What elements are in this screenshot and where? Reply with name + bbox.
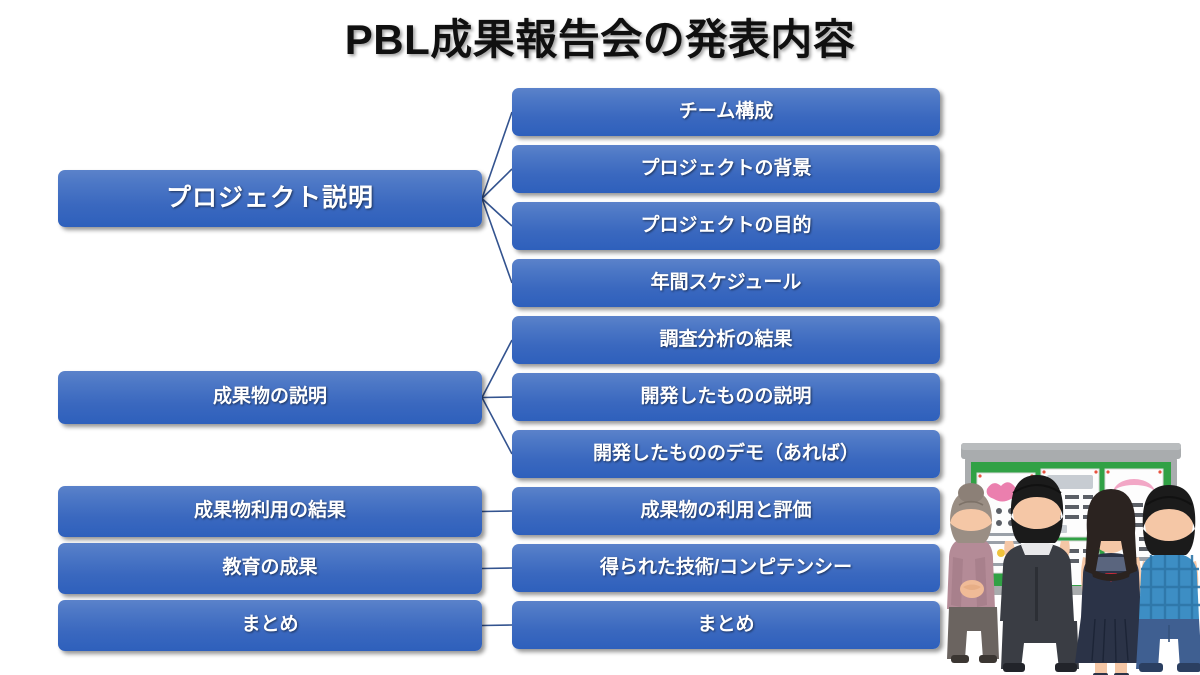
right-node-label: チーム構成 — [678, 100, 774, 122]
person-schoolgirl — [1075, 489, 1147, 675]
right-node-2[interactable]: プロジェクトの目的 — [512, 202, 940, 250]
page-title: PBL成果報告会の発表内容 — [344, 16, 856, 63]
right-node-label: 成果物の利用と評価 — [640, 499, 812, 521]
person-business-man — [1000, 475, 1079, 672]
right-node-label: まとめ — [697, 613, 755, 635]
person-elderly — [947, 483, 999, 663]
left-node-label: まとめ — [241, 614, 299, 636]
poster-session-viewers-illustration — [943, 437, 1200, 675]
right-node-1[interactable]: プロジェクトの背景 — [512, 145, 940, 193]
right-node-0[interactable]: チーム構成 — [512, 88, 940, 136]
left-node-2[interactable]: 成果物利用の結果 — [58, 486, 482, 537]
person-casual-man — [1136, 485, 1200, 672]
left-node-1[interactable]: 成果物の説明 — [58, 371, 482, 424]
right-node-4[interactable]: 調査分析の結果 — [512, 316, 940, 364]
connector-line-2 — [481, 197, 513, 227]
connector-line-8 — [481, 567, 513, 570]
right-node-8[interactable]: 得られた技術/コンピテンシー — [512, 544, 940, 592]
right-node-3[interactable]: 年間スケジュール — [512, 259, 940, 307]
left-node-label: 成果物の説明 — [212, 386, 327, 408]
right-node-9[interactable]: まとめ — [512, 601, 940, 649]
left-node-label: プロジェクト説明 — [165, 183, 374, 212]
left-node-label: 成果物利用の結果 — [193, 500, 346, 522]
connector-line-3 — [481, 198, 513, 284]
left-node-label: 教育の成果 — [222, 557, 318, 579]
right-node-label: 得られた技術/コンピテンシー — [599, 556, 853, 578]
connector-line-9 — [481, 624, 513, 627]
connector-line-0 — [481, 111, 513, 199]
right-node-5[interactable]: 開発したものの説明 — [512, 373, 940, 421]
right-node-6[interactable]: 開発したもののデモ（あれば） — [512, 430, 940, 478]
right-node-label: 開発したもののデモ（あれば） — [592, 442, 859, 464]
right-node-label: 開発したものの説明 — [640, 385, 812, 407]
right-node-label: 調査分析の結果 — [659, 328, 793, 350]
right-node-label: 年間スケジュール — [650, 271, 802, 293]
left-node-0[interactable]: プロジェクト説明 — [58, 170, 482, 227]
connector-line-4 — [481, 339, 513, 398]
left-node-3[interactable]: 教育の成果 — [58, 543, 482, 594]
left-node-4[interactable]: まとめ — [58, 600, 482, 651]
connector-line-1 — [481, 168, 513, 200]
connector-line-6 — [481, 397, 513, 455]
connector-line-7 — [481, 510, 513, 513]
connector-line-5 — [481, 396, 513, 399]
right-node-label: プロジェクトの背景 — [640, 157, 812, 179]
right-node-7[interactable]: 成果物の利用と評価 — [512, 487, 940, 535]
right-node-label: プロジェクトの目的 — [640, 214, 812, 236]
